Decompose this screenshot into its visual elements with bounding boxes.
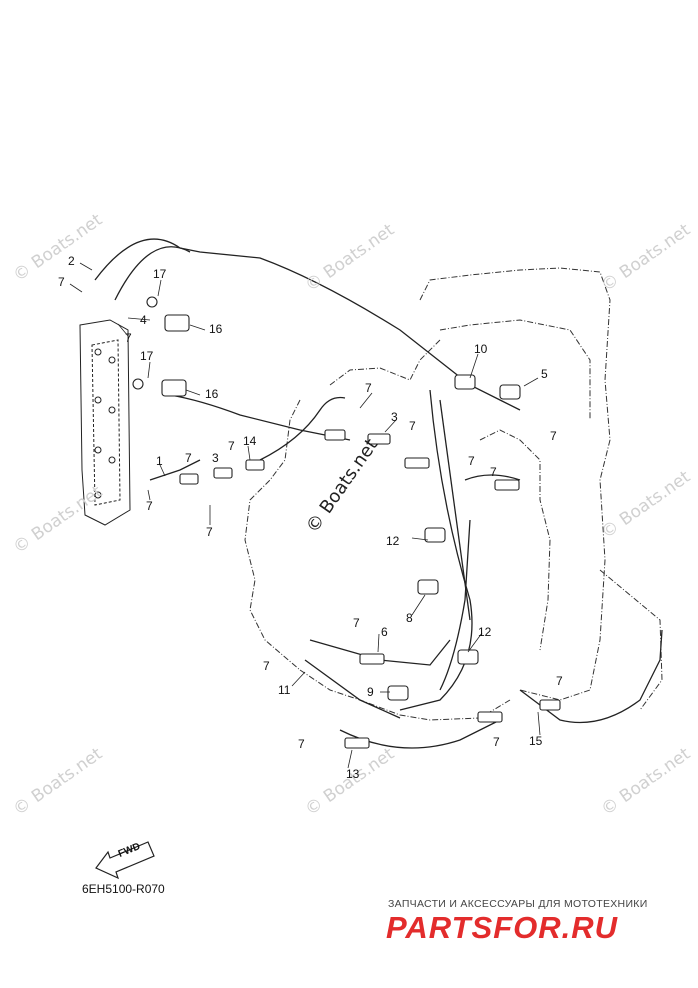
callout-number: 7	[493, 735, 500, 749]
callout-number: 10	[474, 342, 488, 356]
callout-number: 2	[68, 254, 75, 268]
callout-number: 12	[386, 534, 400, 548]
callout-number: 7	[125, 331, 132, 345]
callout-number: 14	[243, 434, 257, 448]
callout-number: 8	[406, 611, 413, 625]
callout-number: 7	[206, 525, 213, 539]
callout-number: 7	[409, 419, 416, 433]
callout-number: 17	[153, 267, 167, 281]
callout-number: 7	[365, 381, 372, 395]
callout-number: 5	[541, 367, 548, 381]
callout-number: 12	[478, 625, 492, 639]
callout-number: 6	[381, 625, 388, 639]
callout-number: 7	[490, 465, 497, 479]
callout-number: 7	[353, 616, 360, 630]
engine-block-outline	[244, 267, 663, 721]
gasket-plate	[79, 319, 131, 526]
callout-number: 7	[228, 439, 235, 453]
callout-number: 16	[209, 322, 223, 336]
callout-number: 11	[278, 683, 291, 697]
callout-number: 3	[212, 451, 219, 465]
callout-number: 7	[550, 429, 557, 443]
fwd-arrow	[95, 841, 155, 880]
leader-lines	[69, 262, 541, 769]
shop-logo[interactable]: PARTSFOR.RU	[386, 910, 619, 945]
callout-number: 7	[185, 451, 192, 465]
callout-number: 7	[146, 499, 153, 513]
callout-number: 4	[140, 313, 147, 327]
callout-number: 3	[391, 410, 398, 424]
shop-tagline: ЗАПЧАСТИ И АКСЕССУАРЫ ДЛЯ МОТОТЕХНИКИ	[388, 898, 648, 910]
clamps	[132, 296, 561, 749]
callout-number: 1	[156, 454, 163, 468]
callout-number: 9	[367, 685, 374, 699]
diagram-code: 6EH5100-R070	[82, 882, 165, 896]
callout-number: 7	[298, 737, 305, 751]
callout-number: 15	[529, 734, 543, 748]
callout-number: 7	[58, 275, 65, 289]
callout-number: 7	[468, 454, 475, 468]
callout-number: 7	[556, 674, 563, 688]
callout-number: 13	[346, 767, 360, 781]
callout-number: 7	[263, 659, 270, 673]
callout-number: 16	[205, 387, 219, 401]
callout-number: 17	[140, 349, 154, 363]
